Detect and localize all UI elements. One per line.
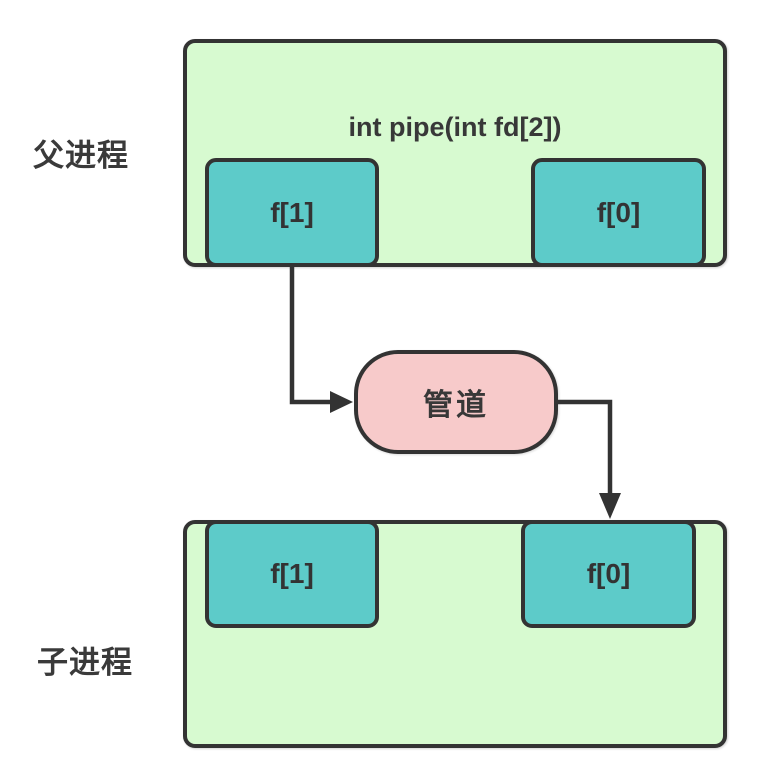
arrow-pipe-to-child-fd0	[556, 399, 613, 495]
pipe-label: 管道	[423, 389, 489, 422]
pipe-node: 管道	[354, 350, 558, 454]
arrowhead-into-pipe-icon	[330, 391, 353, 413]
parent-process-label: 父进程	[33, 138, 129, 173]
arrowhead-into-child-icon	[599, 493, 621, 519]
parent-fd0-box: f[0]	[531, 158, 706, 267]
arrow-parent-fd1-to-pipe	[289, 266, 331, 405]
child-fd0-box: f[0]	[521, 520, 696, 628]
parent-fd1-box: f[1]	[205, 158, 379, 267]
child-fd1-box: f[1]	[205, 520, 379, 628]
pipe-call-title: int pipe(int fd[2])	[348, 112, 562, 142]
child-process-label: 子进程	[37, 645, 133, 680]
